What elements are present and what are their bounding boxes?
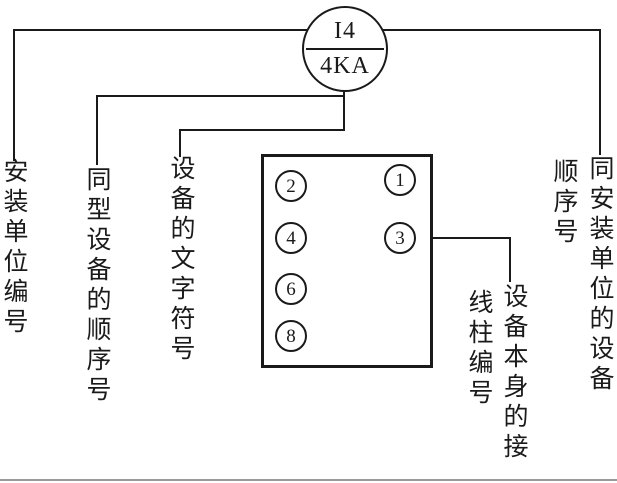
terminal-4: 4 [275, 222, 307, 254]
terminal-1: 1 [384, 164, 416, 196]
label-same-type-device-sequence: 同型设备的顺序号 [83, 166, 110, 406]
terminal-4-label: 4 [286, 227, 296, 249]
terminal-8-label: 8 [286, 325, 296, 347]
connector-top-left-horizontal [13, 29, 308, 31]
label-device-terminal-col-left: 线柱编号 [465, 289, 492, 409]
connector-right-vertical [599, 29, 601, 155]
device-code: 4KA [320, 53, 370, 79]
installation-unit-code: I4 [334, 18, 356, 45]
terminal-6-label: 6 [286, 278, 296, 300]
page-edge-artifact [0, 479, 617, 481]
label-same-unit-device-col-left: 顺序号 [550, 158, 577, 248]
connector-left-vertical [13, 29, 15, 161]
label-installation-unit-number: 安装单位编号 [0, 158, 27, 338]
connector-branch2-vertical [179, 129, 181, 157]
terminal-2: 2 [275, 170, 307, 202]
connector-branch1-horizontal [96, 95, 345, 97]
label-same-unit-device-col-right: 同安装单位的设备 [586, 155, 613, 395]
connector-branch2-horizontal [179, 129, 345, 131]
terminal-6: 6 [275, 273, 307, 305]
connector-terminal3-vertical [509, 237, 511, 282]
terminal-1-label: 1 [395, 169, 405, 191]
label-device-letter-symbol: 设备的文字符号 [167, 155, 194, 365]
connector-branch1-vertical [96, 95, 98, 165]
connector-top-right-horizontal [380, 29, 601, 31]
terminal-8: 8 [275, 320, 307, 352]
terminal-3: 3 [384, 222, 416, 254]
terminal-3-label: 3 [395, 227, 405, 249]
connector-terminal3-horizontal [416, 237, 511, 239]
device-designation-circle: I4 4KA [302, 6, 388, 92]
connector-circle-bottom-vertical [343, 90, 345, 131]
terminal-2-label: 2 [286, 175, 296, 197]
label-device-terminal-col-right: 设备本身的接 [500, 283, 527, 463]
designation-divider-line [306, 48, 384, 50]
